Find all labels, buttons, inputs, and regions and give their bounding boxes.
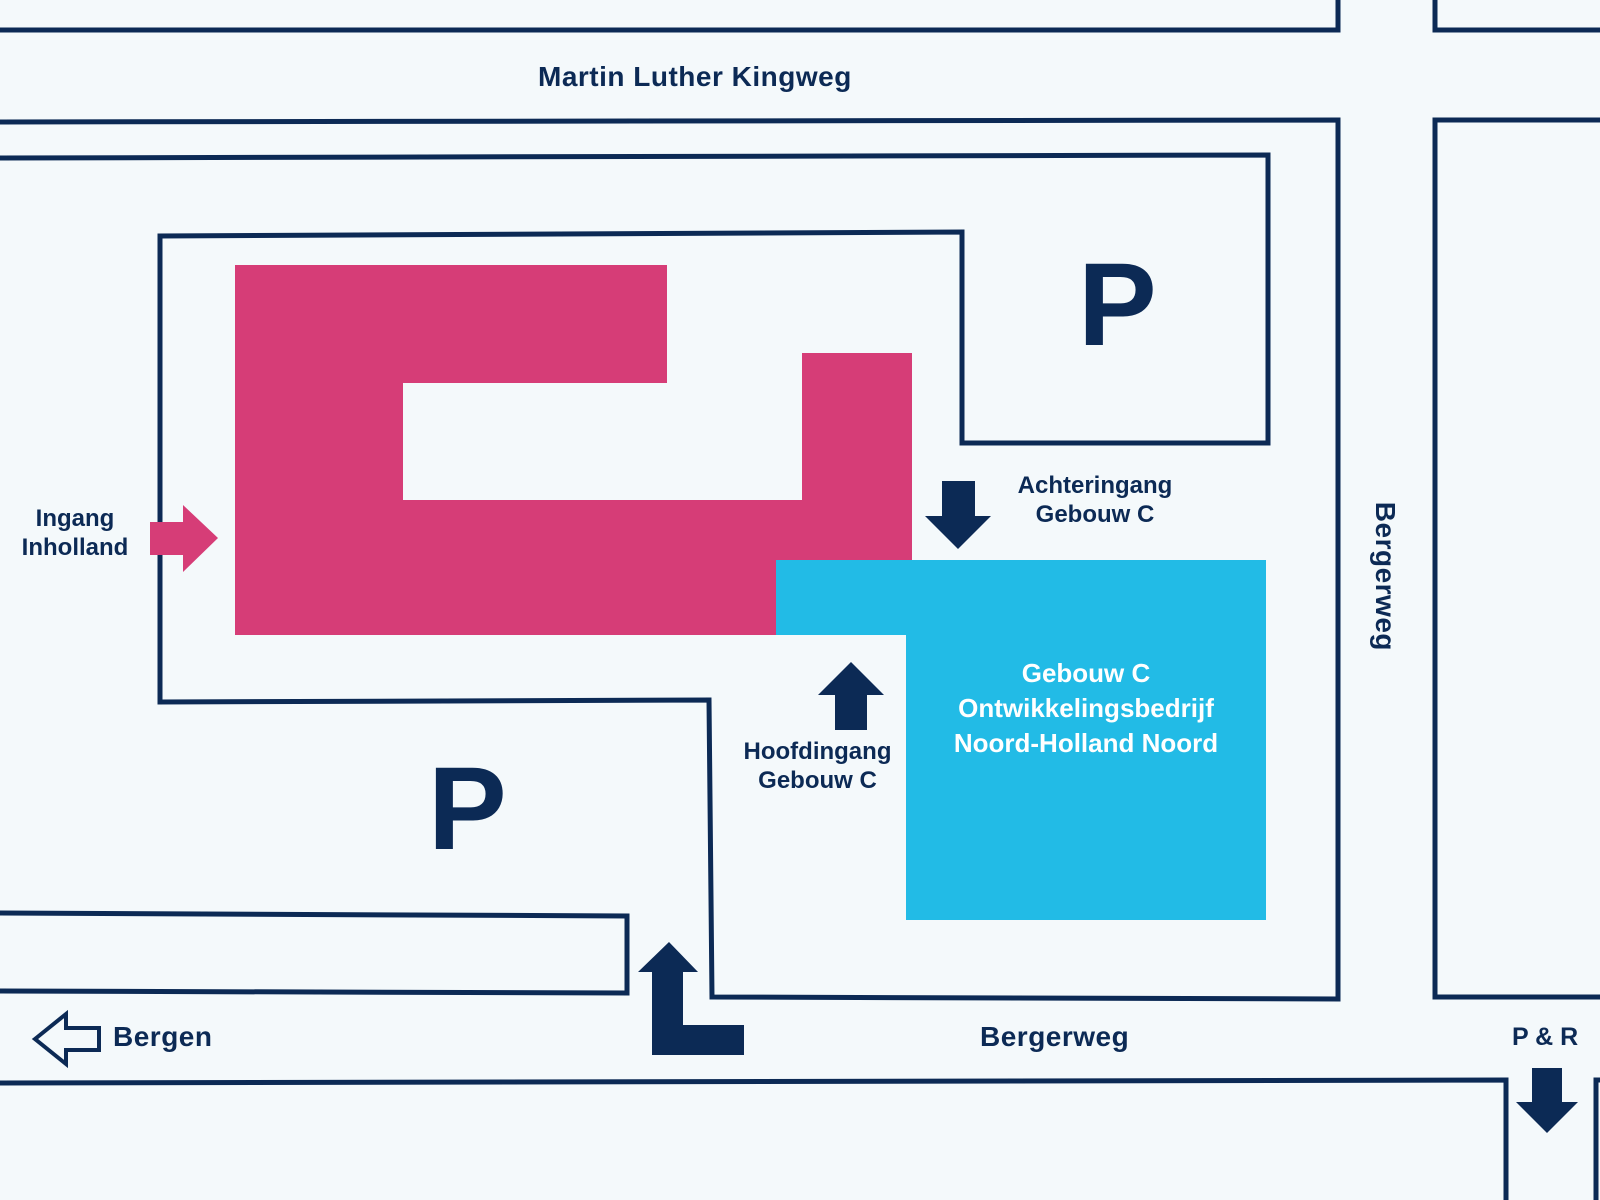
south-road-strip <box>0 910 630 996</box>
campus-block-outline <box>0 117 1341 1002</box>
road-edge-bottom-right <box>1593 1077 1600 1200</box>
entrance-label-inholland-line2: Inholland <box>21 533 129 561</box>
entrance-label-main-c-line2: Gebouw C <box>758 766 877 794</box>
parking-south: P <box>428 743 507 875</box>
road-edge-top-left <box>0 0 1341 33</box>
entrance-label-rear-c: Achteringang Gebouw C <box>1000 472 1190 530</box>
entrance-label-inholland: Ingang Inholland <box>10 505 140 563</box>
right-block-outline <box>1432 117 1600 1000</box>
gebouw-c-label-line1: Gebouw C <box>1021 658 1151 688</box>
street-label-martin-luther-kingweg: Martin Luther Kingweg <box>538 61 852 92</box>
entrance-label-inholland-line1: Ingang <box>35 505 115 532</box>
gebouw-c-label: Gebouw C Ontwikkelingsbedrijf Noord-Holl… <box>906 656 1266 761</box>
parking-north: P <box>1078 239 1157 371</box>
road-edge-bottom <box>0 1077 1509 1200</box>
road-edge-top-right <box>1432 0 1600 33</box>
inholland-building <box>235 265 912 635</box>
arrow-right-icon <box>150 505 218 572</box>
gebouw-c-building <box>776 560 1266 920</box>
park-and-ride-arrow-icon <box>1516 1068 1578 1133</box>
arrow-left-outline-icon <box>31 1009 101 1069</box>
turn-up-arrow-icon <box>638 942 744 1055</box>
arrow-up-icon <box>818 662 884 730</box>
arrow-down-icon <box>925 481 991 549</box>
entrance-label-main-c-line1: Hoofdingang <box>743 738 892 765</box>
gebouw-c-label-line3: Noord-Holland Noord <box>953 728 1219 759</box>
street-label-bergerweg-vertical: Bergerweg <box>1369 501 1401 652</box>
entrance-label-rear-c-line1: Achteringang <box>1017 472 1173 499</box>
park-and-ride-label: P & R <box>1512 1023 1579 1051</box>
direction-label-bergen: Bergen <box>113 1021 213 1052</box>
entrance-label-rear-c-line2: Gebouw C <box>1035 500 1155 528</box>
street-label-bergerweg: Bergerweg <box>980 1021 1130 1052</box>
entrance-label-main-c: Hoofdingang Gebouw C <box>730 738 905 796</box>
gebouw-c-label-line2: Ontwikkelingsbedrijf <box>958 693 1214 724</box>
